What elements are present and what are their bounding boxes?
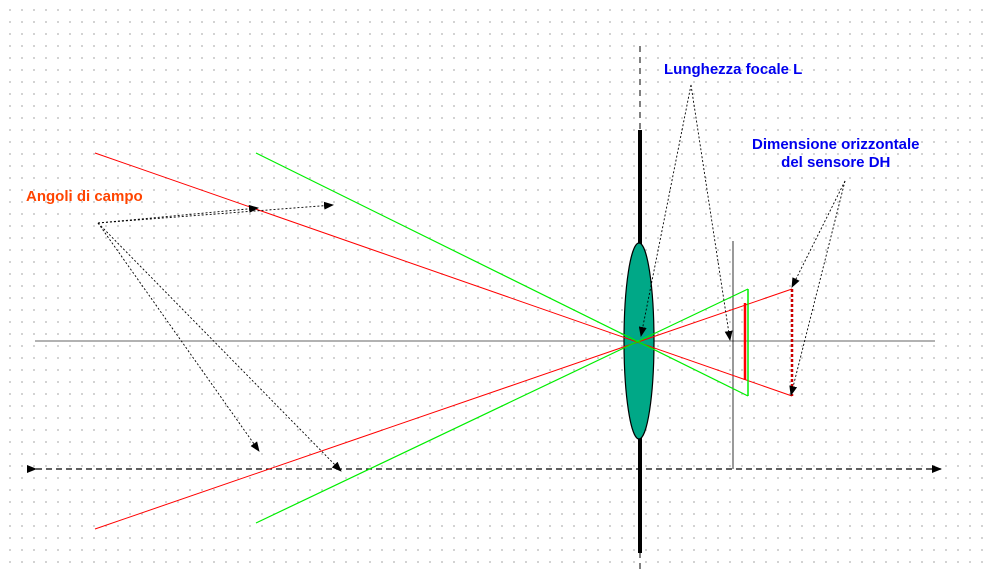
green-ray-lower (255, 288, 749, 524)
sensor-label-line2: del sensore DH (781, 154, 891, 171)
sensor-label-line1: Dimensione orizzontale (752, 136, 920, 153)
red-ray-upper (94, 152, 793, 397)
field-angles-label: Angoli di campo (26, 188, 143, 205)
sensor-dimension-label: Dimensione orizzontale del sensore DH (752, 136, 920, 172)
green-ray-upper (255, 152, 749, 397)
field-angle-pointers (97, 201, 342, 472)
focal-length-pointers (638, 84, 733, 341)
sensor-dimension-pointers (789, 180, 846, 396)
red-ray-lower (94, 288, 793, 530)
focal-length-label: Lunghezza focale L (664, 61, 803, 78)
